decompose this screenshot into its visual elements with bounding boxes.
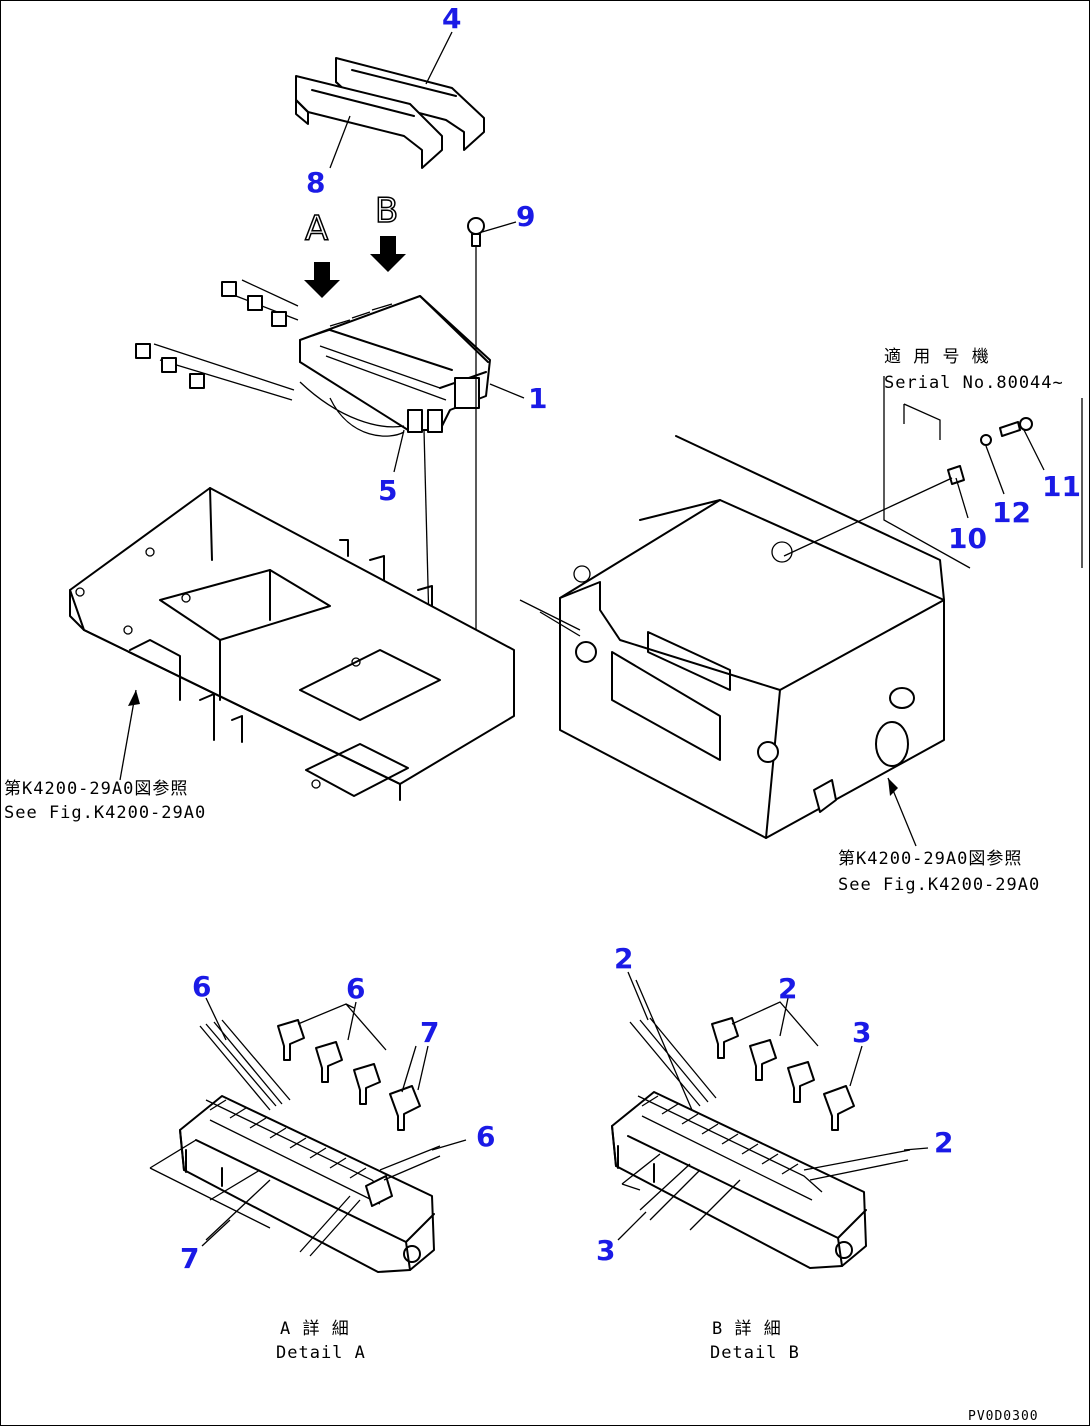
callout-2-c[interactable]: 2 bbox=[934, 1126, 953, 1159]
serial-note-jp: 適 用 号 機 bbox=[884, 347, 990, 367]
callout-6-a[interactable]: 6 bbox=[192, 970, 211, 1003]
ref-left-en: See Fig.K4200-29A0 bbox=[4, 803, 206, 823]
callout-9[interactable]: 9 bbox=[516, 200, 535, 233]
callout-10[interactable]: 10 bbox=[948, 522, 987, 555]
callout-7-a[interactable]: 7 bbox=[420, 1016, 439, 1049]
ref-right-jp: 第K4200-29A0図参照 bbox=[838, 849, 1022, 869]
ref-right-en: See Fig.K4200-29A0 bbox=[838, 875, 1040, 895]
fuse-part-7[interactable] bbox=[389, 1085, 421, 1131]
detail-a-title-en: Detail A bbox=[276, 1343, 366, 1363]
callout-3-a[interactable]: 3 bbox=[852, 1016, 871, 1049]
washer-part-12[interactable] bbox=[980, 434, 992, 446]
callout-2-a[interactable]: 2 bbox=[614, 942, 633, 975]
serial-detail bbox=[783, 376, 1083, 569]
callout-5[interactable]: 5 bbox=[378, 474, 397, 507]
detail-b-fuse-block bbox=[611, 1091, 867, 1269]
mounting-tray bbox=[69, 487, 515, 801]
figure-code: PV0D0300 bbox=[968, 1409, 1039, 1424]
callout-3-b[interactable]: 3 bbox=[596, 1234, 615, 1267]
callout-4[interactable]: 4 bbox=[442, 2, 461, 35]
fuse-part-3[interactable] bbox=[823, 1085, 855, 1131]
detail-b-title-en: Detail B bbox=[710, 1343, 800, 1363]
detail-a-title-jp: A 詳 細 bbox=[280, 1319, 350, 1339]
callout-8[interactable]: 8 bbox=[306, 166, 325, 199]
callout-2-b[interactable]: 2 bbox=[778, 972, 797, 1005]
detail-b-title-jp: B 詳 細 bbox=[712, 1319, 782, 1339]
fuse-part-6[interactable] bbox=[277, 1019, 381, 1105]
callout-7-b[interactable]: 7 bbox=[180, 1242, 199, 1275]
bolt-part-11[interactable] bbox=[999, 417, 1033, 437]
cover-part-8[interactable] bbox=[295, 75, 443, 169]
ref-arrow-right-head bbox=[888, 778, 898, 796]
ref-arrow-left-head bbox=[128, 690, 140, 706]
fuse-part-2[interactable] bbox=[711, 1017, 815, 1103]
callout-1[interactable]: 1 bbox=[528, 382, 547, 415]
controller-cabinet bbox=[519, 435, 945, 839]
callout-12[interactable]: 12 bbox=[992, 496, 1031, 529]
serial-note-en: Serial No.80044~ bbox=[884, 373, 1064, 393]
callout-11[interactable]: 11 bbox=[1042, 470, 1081, 503]
wire-harness bbox=[135, 279, 405, 437]
detail-a-fuse-block bbox=[179, 1095, 435, 1273]
view-arrow-a: A bbox=[304, 208, 340, 298]
callout-6-c[interactable]: 6 bbox=[476, 1120, 495, 1153]
view-arrow-b: B bbox=[370, 190, 406, 272]
svg-text:A: A bbox=[305, 209, 328, 249]
svg-text:B: B bbox=[375, 191, 398, 231]
fuse-box-part-1[interactable] bbox=[299, 295, 491, 433]
ref-left-jp: 第K4200-29A0図参照 bbox=[4, 779, 188, 799]
leader-lines bbox=[201, 31, 929, 1247]
callout-6-b[interactable]: 6 bbox=[346, 972, 365, 1005]
